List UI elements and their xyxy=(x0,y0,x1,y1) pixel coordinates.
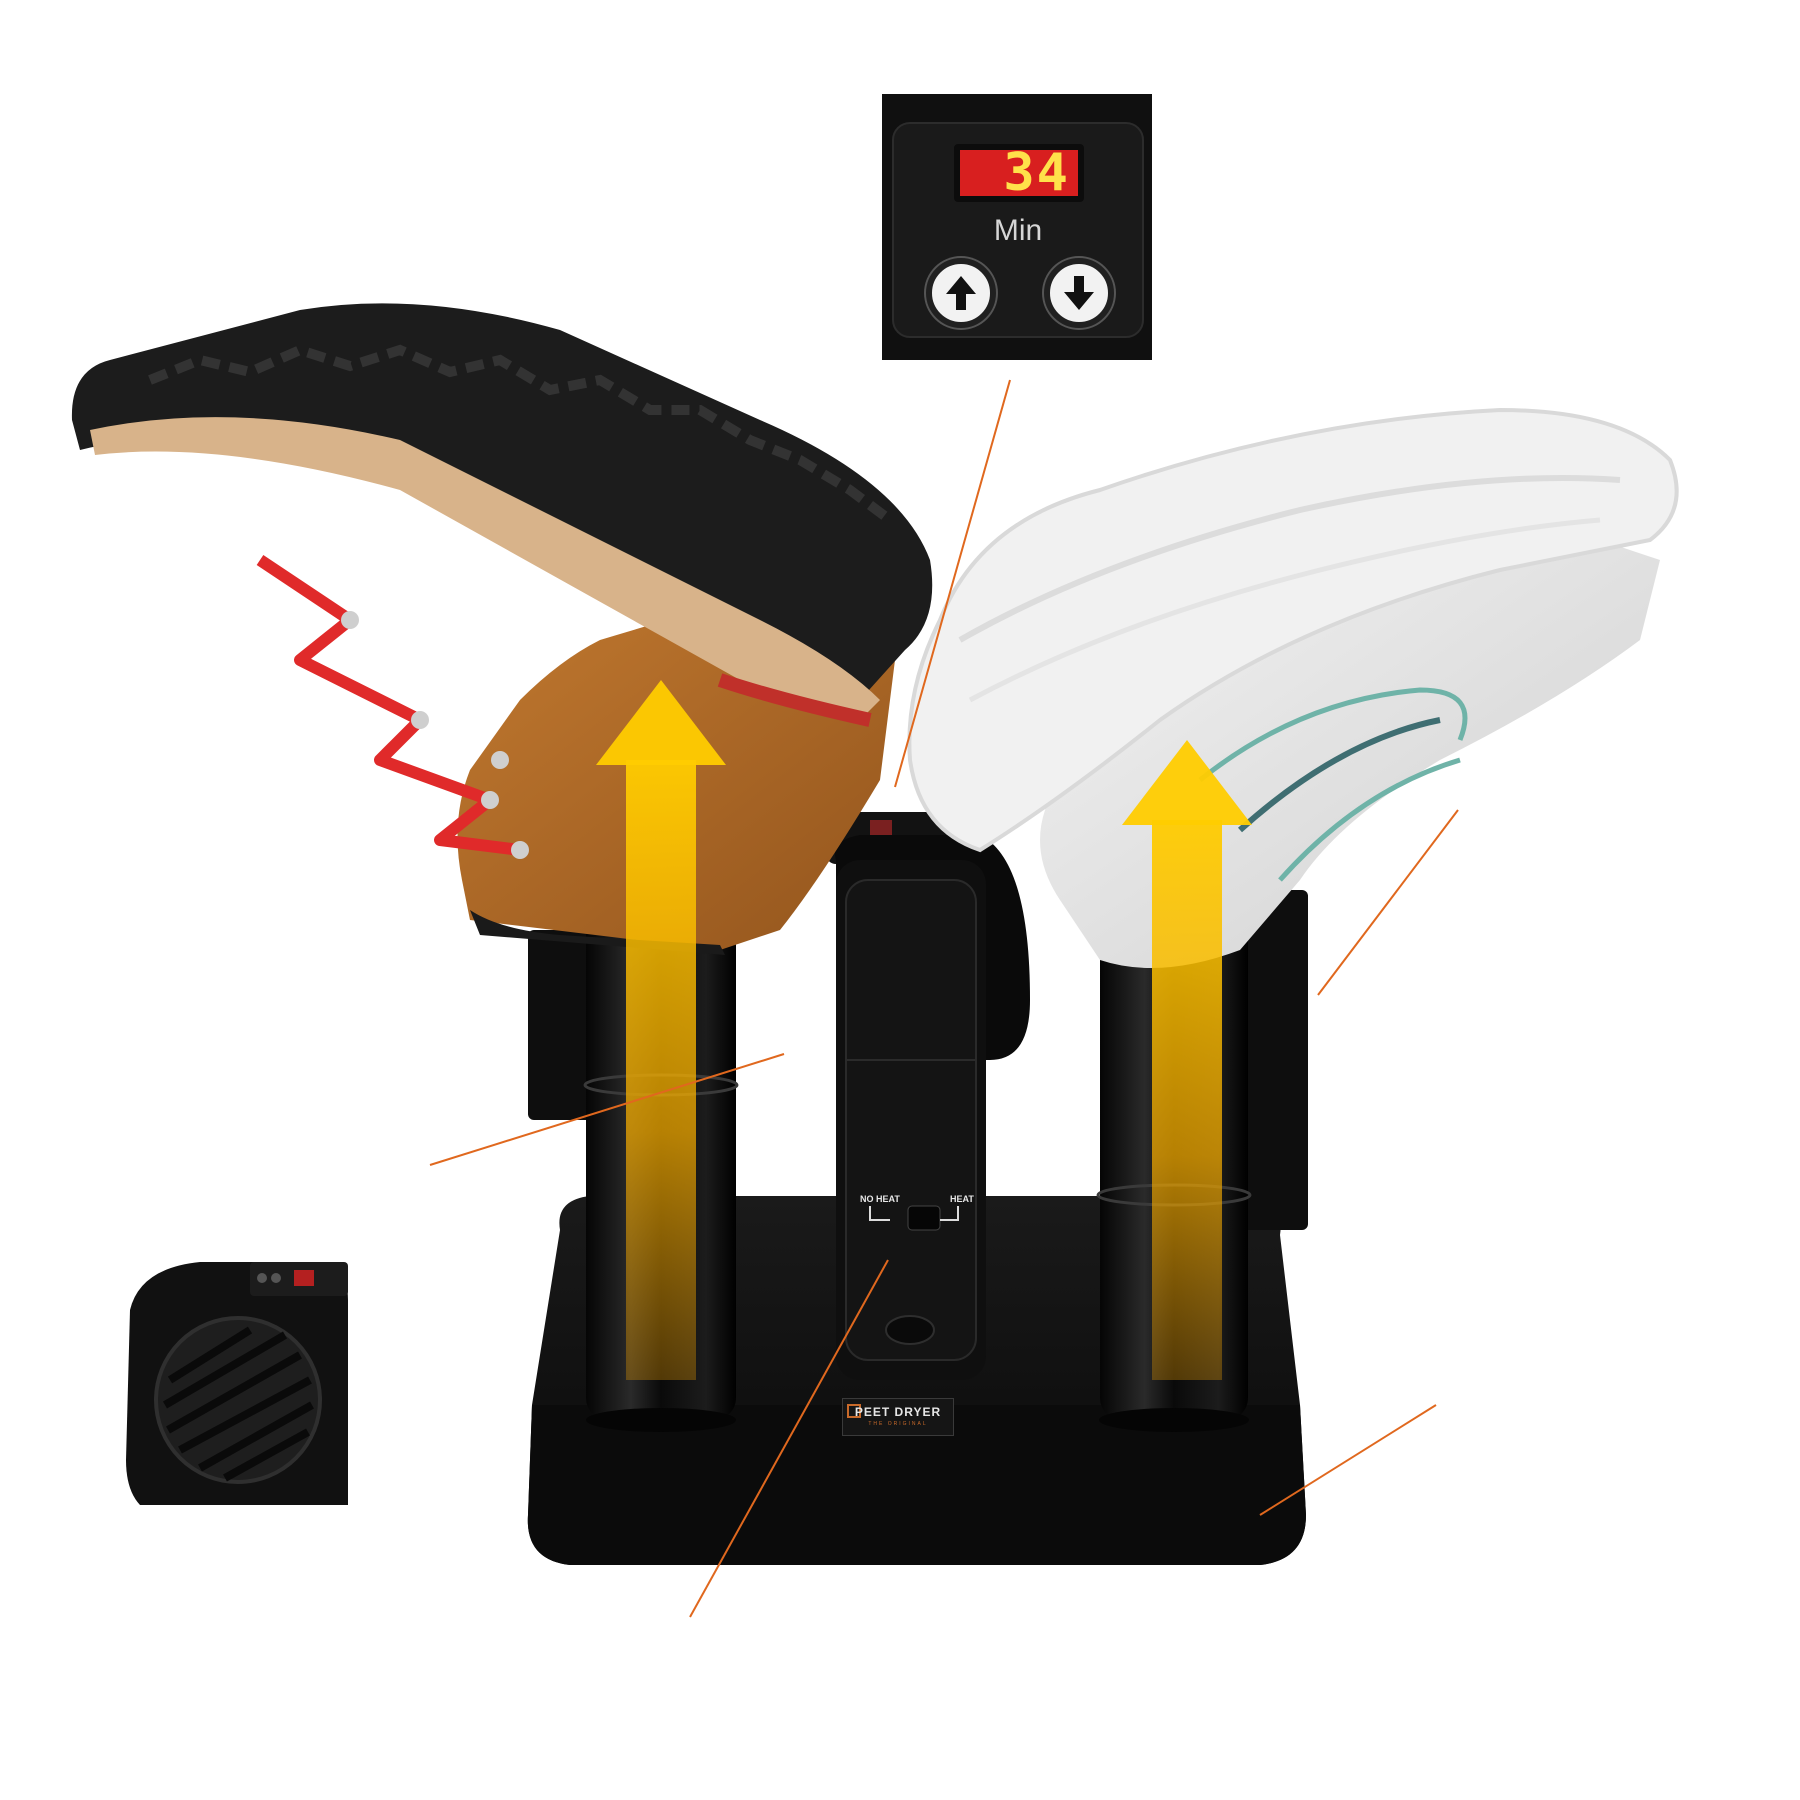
timer-unit-label: Min xyxy=(993,214,1043,247)
airflow-arrow-right xyxy=(1122,740,1252,1380)
timer-display: 34 xyxy=(954,144,1084,202)
callout-line-heat-switch xyxy=(689,1259,889,1618)
callout-line-base xyxy=(1259,1404,1437,1516)
timer-up-button[interactable] xyxy=(926,258,996,328)
heat-switch-slider[interactable] xyxy=(907,1205,941,1231)
central-fan-unit xyxy=(826,812,1030,1380)
arrow-up-icon xyxy=(946,276,976,310)
callout-line-timer xyxy=(894,379,1011,788)
fan-detail-inset xyxy=(126,1262,348,1505)
timer-down-button[interactable] xyxy=(1044,258,1114,328)
running-shoe xyxy=(907,407,1679,968)
airflow-arrow-left xyxy=(596,680,726,1380)
heat-label: HEAT xyxy=(950,1194,974,1204)
no-heat-label: NO HEAT xyxy=(860,1194,900,1204)
arrow-down-icon xyxy=(1064,276,1094,310)
hiking-boot xyxy=(71,303,933,955)
timer-control-inset: 34 Min xyxy=(882,94,1152,360)
brand-name: PEET DRYER xyxy=(854,1405,942,1419)
callout-line-left-post xyxy=(429,1053,785,1166)
callout-lines xyxy=(429,379,1459,1618)
brand-logo-icon xyxy=(847,1404,861,1418)
timer-control-panel: 34 Min xyxy=(892,122,1144,338)
brand-plate: PEET DRYER THE ORIGINAL xyxy=(842,1398,954,1436)
callout-line-right-post xyxy=(1317,809,1459,996)
brand-tagline: THE ORIGINAL xyxy=(868,1421,928,1427)
